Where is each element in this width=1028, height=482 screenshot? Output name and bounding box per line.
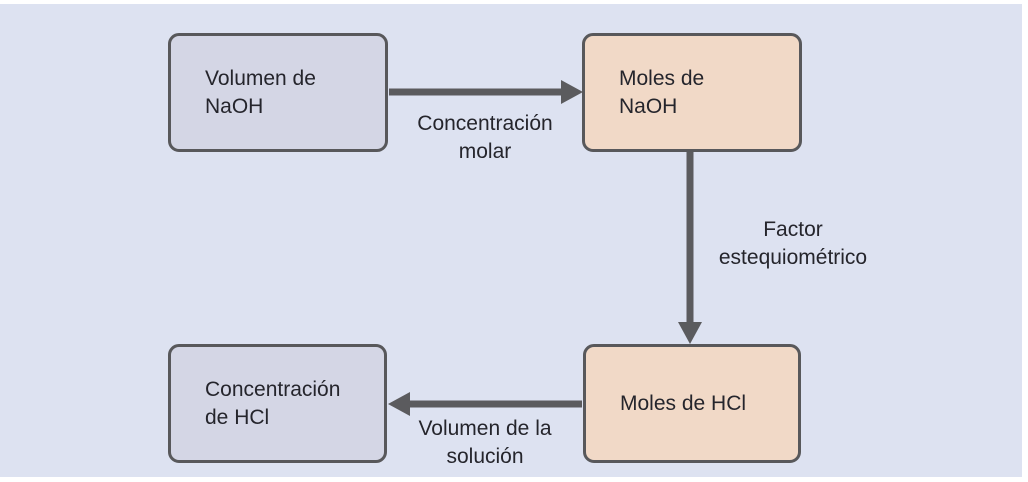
edge-label-concentracion-molar: Concentración molar [417, 112, 553, 163]
arrow-volumen-to-moles-naoh [389, 80, 583, 104]
node-moles-hcl: Moles de HCl [583, 344, 801, 463]
node-volumen-naoh-label: Volumen de NaOH [205, 66, 316, 118]
node-volumen-naoh: Volumen de NaOH [168, 33, 388, 152]
node-concentracion-hcl: Concentración de HCl [168, 344, 387, 463]
node-moles-naoh-label: Moles de NaOH [619, 66, 705, 118]
node-moles-naoh: Moles de NaOH [582, 33, 802, 152]
node-concentracion-hcl-label: Concentración de HCl [205, 377, 341, 429]
arrow-moles-hcl-to-concentracion-hcl [388, 392, 582, 416]
arrow-moles-naoh-to-moles-hcl [678, 151, 702, 344]
edge-label-factor-estequiometrico: Factor estequiométrico [718, 218, 868, 269]
edge-label-volumen-de-la-solucion: Volumen de la solución [418, 417, 552, 468]
node-moles-hcl-label: Moles de HCl [620, 391, 747, 415]
